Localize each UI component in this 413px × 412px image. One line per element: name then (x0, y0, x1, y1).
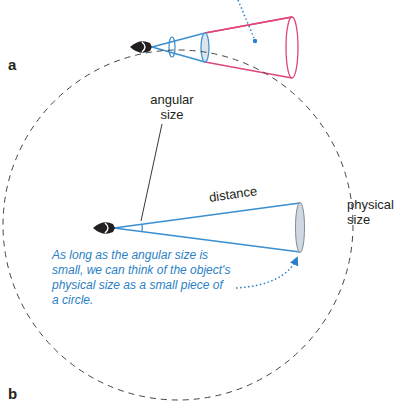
part-a-figure (130, 0, 298, 78)
part-label: a (8, 57, 28, 72)
part-b-figure (3, 50, 353, 400)
eye-symbol (130, 41, 152, 53)
size-label: physical size (347, 197, 409, 227)
distance-label: distance (208, 180, 279, 205)
eye-symbol (93, 222, 115, 234)
angle-label: angular size (142, 92, 202, 122)
part-label: b (8, 386, 28, 401)
note-text: As long as the angular size is small, we… (52, 248, 232, 308)
